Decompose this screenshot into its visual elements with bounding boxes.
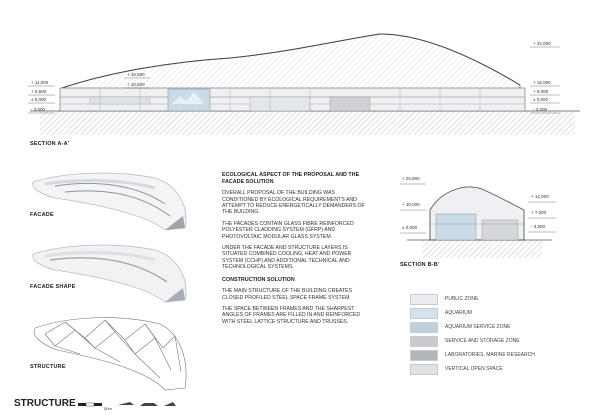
scale-label: 50m xyxy=(104,406,112,411)
legend-swatch xyxy=(410,293,438,305)
level-label: - 3,500 xyxy=(31,107,46,112)
level-label: - 3,500 xyxy=(533,107,548,112)
level-label: + 7,000 xyxy=(531,210,547,215)
facade-render xyxy=(25,164,200,236)
paragraph: THE FACADES CONTAIN GLASS FIBRE REINFORC… xyxy=(222,220,354,240)
sail-icon xyxy=(164,402,176,406)
boat-icon xyxy=(118,402,134,405)
level-label: + 15,500 xyxy=(127,72,145,77)
section-aa-drawing xyxy=(0,0,591,160)
footer-title: STRUCTURE xyxy=(14,398,76,409)
legend-label: SERVICE AND STORAGE ZONE xyxy=(445,338,520,344)
level-label: ± 0,000 xyxy=(31,97,46,102)
section-bb-caption: SECTION B-B' xyxy=(400,262,440,268)
heading-ecological: ECOLOGICAL ASPECT OF THE PROPOSAL AND TH… xyxy=(222,172,360,185)
legend-swatch xyxy=(410,349,438,361)
level-label: + 15,000 xyxy=(533,80,551,85)
level-label: + 12,000 xyxy=(531,194,549,199)
service-zone xyxy=(329,96,371,112)
level-label: + 5,500 xyxy=(31,89,47,94)
legend-label: PUBLIC ZONE xyxy=(445,296,479,302)
level-label: ± 0,000 xyxy=(402,225,417,230)
ship-icon xyxy=(140,403,158,406)
legend-swatch xyxy=(410,335,438,347)
legend-item: VERTICAL OPEN SPACE xyxy=(410,362,570,376)
section-aa-svg xyxy=(28,33,580,135)
paragraph: THE SPACE BETWEEN FRAMES AND THE SHARPES… xyxy=(222,306,361,325)
heading-construction: CONSTRUCTION SOLUTION xyxy=(222,276,295,283)
level-label: + 32,000 xyxy=(533,41,551,46)
legend-swatch xyxy=(410,321,438,333)
legend-item: SERVICE AND STORAGE ZONE xyxy=(410,334,570,348)
facade-shape-render xyxy=(25,236,200,308)
legend-item: AQUARIUM xyxy=(410,306,570,320)
level-label: ± 0,000 xyxy=(533,97,548,102)
legend-label: VERTICAL OPEN SPACE xyxy=(445,366,503,372)
zone-legend: PUBLIC ZONE AQUARIUM AQUARIUM SERVICE ZO… xyxy=(410,292,570,376)
legend-item: PUBLIC ZONE xyxy=(410,292,570,306)
render-label-facade: FACADE xyxy=(30,212,54,218)
section-aa-caption: SECTION A-A' xyxy=(30,141,70,147)
level-label: + 11,000 xyxy=(31,80,49,85)
legend-item: LABORATORIES, MARINE RESEARCH xyxy=(410,348,570,362)
level-label: + 10,000 xyxy=(402,202,420,207)
render-label-structure: STRUCTURE xyxy=(30,364,66,370)
render-label-facade-shape: FACADE SHAPE xyxy=(30,284,76,290)
level-label: + 25,800 xyxy=(402,176,420,181)
legend-label: AQUARIUM SERVICE ZONE xyxy=(445,324,511,330)
description-text: ECOLOGICAL ASPECT OF THE PROPOSAL AND TH… xyxy=(222,172,372,330)
paragraph: OVERALL PROPOSAL OF THE BUILDING WAS CON… xyxy=(222,190,365,216)
legend-swatch xyxy=(410,307,438,319)
ground-hatch xyxy=(40,111,575,135)
paragraph: UNDER THE FACADE AND STRUCTURE LAYERS IS… xyxy=(222,245,352,271)
level-label: + 9,000 xyxy=(533,89,549,94)
legend-item: AQUARIUM SERVICE ZONE xyxy=(410,320,570,334)
legend-label: LABORATORIES, MARINE RESEARCH xyxy=(445,352,535,358)
paragraph: THE MAIN STRUCTURE OF THE BUILDING CREAT… xyxy=(222,288,353,301)
level-label: + 10,500 xyxy=(127,82,145,87)
legend-swatch xyxy=(410,363,438,375)
structure-render xyxy=(25,308,200,396)
section-bb-drawing xyxy=(392,170,562,260)
level-label: - 3,500 xyxy=(531,224,546,229)
legend-label: AQUARIUM xyxy=(445,310,472,316)
scale-bar xyxy=(78,399,178,411)
